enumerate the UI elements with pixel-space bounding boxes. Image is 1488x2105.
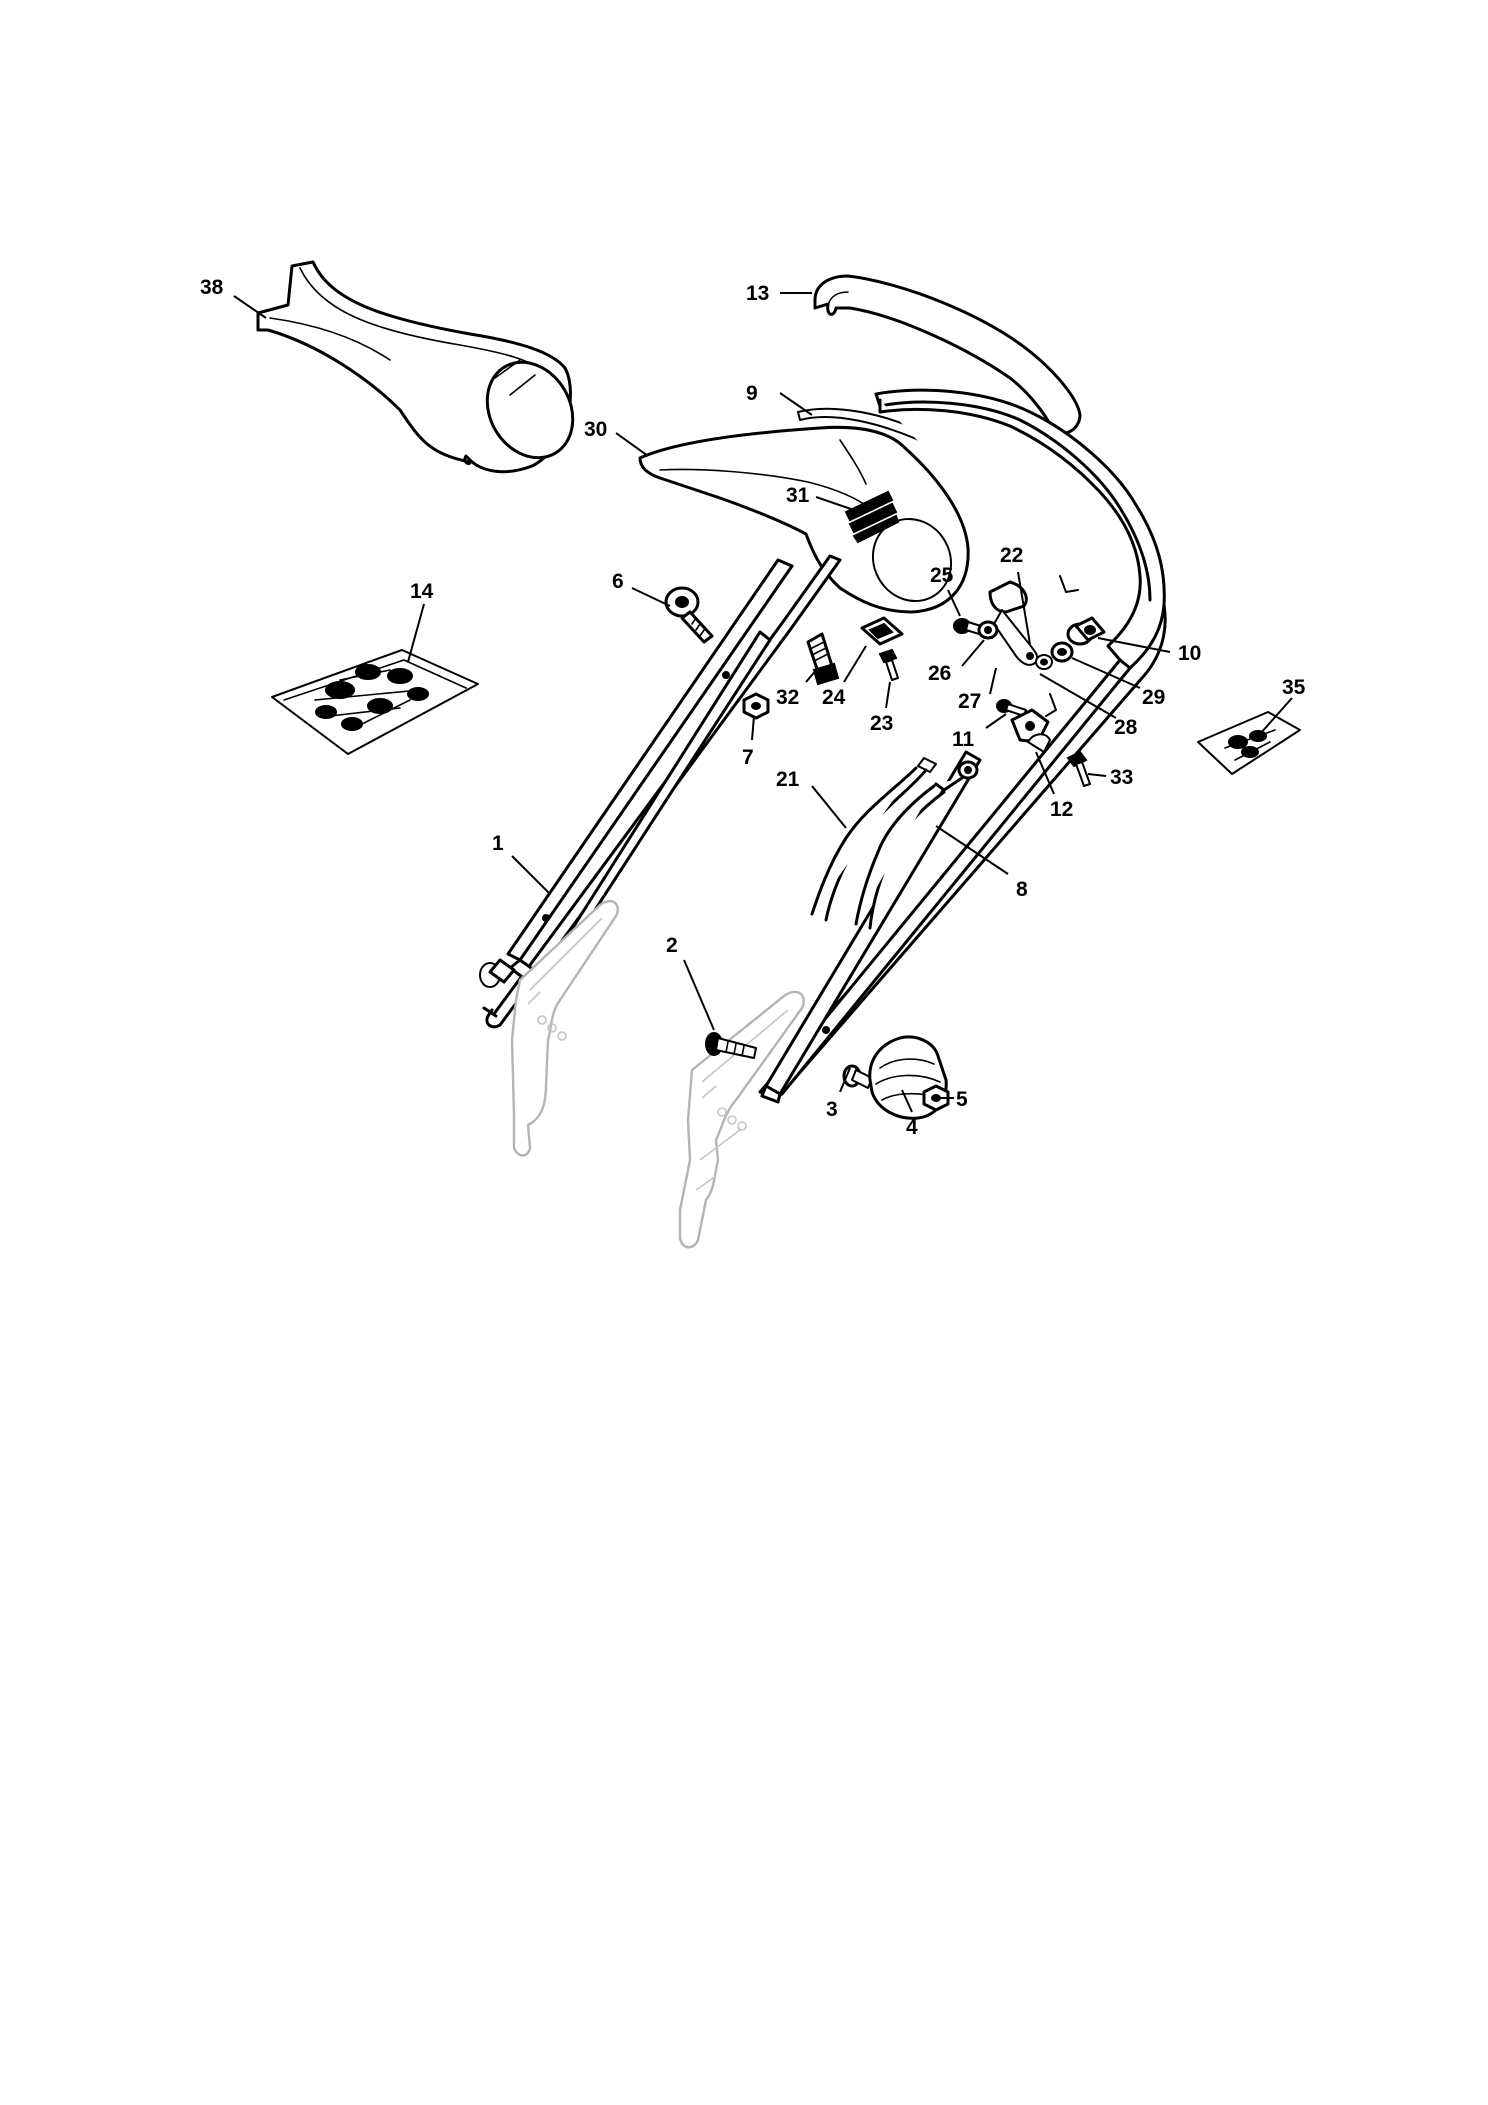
callout-27: 27 — [958, 690, 981, 713]
callout-8: 8 — [1016, 878, 1028, 901]
part-12-plate — [1027, 733, 1051, 753]
callout-9: 9 — [746, 382, 758, 405]
leader-12 — [1035, 751, 1055, 795]
part-7-nut — [742, 692, 770, 720]
callout-11: 11 — [952, 728, 975, 751]
leader-3 — [839, 1067, 851, 1093]
left-deck-bracket-ghost — [510, 900, 619, 1157]
callout-29: 29 — [1142, 686, 1165, 709]
callout-6: 6 — [612, 570, 624, 593]
leader-29 — [1071, 657, 1141, 689]
callout-24: 24 — [822, 686, 846, 709]
callout-32: 32 — [776, 686, 799, 709]
callout-10: 10 — [1178, 642, 1201, 665]
part-29-nut — [1050, 641, 1074, 663]
leader-28 — [1039, 673, 1117, 719]
callout-23: 23 — [870, 712, 893, 735]
part-35-hardware-bag — [1197, 711, 1301, 775]
callout-35: 35 — [1282, 676, 1306, 699]
leader-6 — [631, 587, 671, 607]
part-33-screw — [1066, 750, 1091, 787]
callout-7: 7 — [742, 746, 754, 769]
part-22-lever — [988, 580, 1039, 666]
leader-33 — [1087, 773, 1107, 777]
callout-22: 22 — [1000, 544, 1023, 567]
leader-4 — [901, 1089, 913, 1113]
part-21-cable — [810, 757, 937, 922]
callout-14: 14 — [410, 580, 434, 603]
leader-1 — [511, 855, 551, 895]
callout-38: 38 — [200, 276, 224, 299]
leader-8 — [935, 825, 1009, 875]
leader-11 — [985, 713, 1007, 729]
part-10-fitting — [1074, 616, 1106, 642]
leader-14 — [407, 603, 425, 663]
leader-38 — [233, 295, 267, 319]
callout-2: 2 — [666, 934, 678, 957]
right-lower-tube — [760, 750, 982, 1104]
left-lower-tube — [479, 558, 794, 992]
callout-21: 21 — [776, 768, 800, 791]
leader-25 — [947, 589, 961, 617]
leader-23 — [885, 681, 891, 709]
leader-lines — [233, 292, 1293, 1113]
leader-35 — [1259, 697, 1293, 735]
callout-28: 28 — [1114, 716, 1138, 739]
leader-7 — [751, 715, 755, 741]
leader-22 — [1017, 571, 1031, 645]
callout-30: 30 — [584, 418, 607, 441]
part-32-bolt — [806, 632, 840, 686]
leader-2 — [683, 959, 715, 1031]
leader-21 — [811, 785, 847, 829]
right-deck-bracket-ghost — [678, 990, 805, 1249]
callout-13: 13 — [746, 282, 769, 305]
callout-labels: 1 2 3 4 5 6 7 8 9 10 11 12 13 14 21 22 2… — [200, 276, 1306, 1139]
callout-26: 26 — [928, 662, 951, 685]
part-14-hardware-bag — [271, 649, 479, 755]
part-38-handle-cover — [256, 260, 575, 474]
part-31-grip-insert — [844, 490, 900, 544]
leader-26 — [961, 639, 985, 667]
part-2-carriage-bolt — [705, 1032, 757, 1059]
callout-3: 3 — [826, 1098, 838, 1121]
callout-5: 5 — [956, 1088, 968, 1111]
callout-25: 25 — [930, 564, 954, 587]
part-8-cable — [854, 760, 979, 930]
leader-24 — [843, 645, 867, 683]
part-23-screw — [878, 648, 899, 681]
part-3-bolt — [842, 1064, 873, 1089]
handle-frame — [482, 388, 1167, 1102]
callout-1: 1 — [492, 832, 504, 855]
part-30-control-housing — [638, 425, 970, 614]
part-28-washer — [1035, 654, 1053, 670]
part-24-clip — [860, 616, 904, 646]
leader-27 — [989, 667, 997, 695]
part-6-eye-bolt — [664, 586, 714, 644]
leader-9 — [779, 392, 813, 416]
leader-32 — [805, 667, 819, 683]
part-5-nut — [922, 1084, 950, 1112]
callout-12: 12 — [1050, 798, 1073, 821]
leader-30 — [615, 432, 649, 457]
cable-end-hook — [1045, 575, 1079, 717]
callout-33: 33 — [1110, 766, 1133, 789]
leader-31 — [815, 496, 855, 511]
callout-4: 4 — [906, 1116, 918, 1139]
callout-31: 31 — [786, 484, 810, 507]
part-26-washer — [977, 620, 999, 640]
leader-10 — [1097, 637, 1171, 653]
